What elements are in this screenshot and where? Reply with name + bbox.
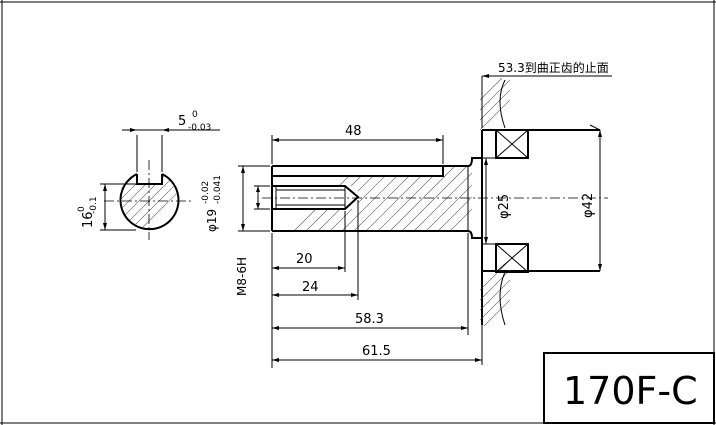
reference-note: 53.3到曲正齿的止面 — [498, 60, 609, 75]
dia-42-dim: φ42 — [581, 193, 596, 218]
shaft-dia-dim: φ19 — [205, 209, 219, 232]
shaft-section-view — [100, 128, 220, 240]
thread-depth-dim: 20 — [296, 252, 313, 267]
key-length-dim: 48 — [345, 124, 362, 139]
length-58-3-dim: 58.3 — [355, 312, 384, 327]
wall-section — [480, 78, 510, 326]
key-width-upper-tol: 0 — [192, 110, 198, 120]
title-block: 170F-C — [543, 352, 715, 424]
key-width-lower-tol: -0.03 — [188, 123, 211, 133]
key-depth-lower-tol: -0.1 — [89, 196, 99, 214]
shaft-dia-lower-tol: -0.041 — [213, 175, 223, 204]
bearing-bottom — [495, 243, 529, 273]
dia-25-dim: φ25 — [497, 194, 512, 219]
key-depth-dim: 16 — [81, 211, 96, 228]
thread-dim: M8-6H — [235, 257, 249, 296]
shaft-dia-upper-tol: -0.02 — [201, 181, 211, 204]
shaft-side-view — [262, 129, 608, 325]
hole-depth-dim: 24 — [302, 280, 319, 295]
bearing-top — [495, 129, 529, 159]
section-outline — [119, 173, 180, 231]
length-61-5-dim: 61.5 — [362, 344, 391, 359]
keyway-outline — [136, 174, 163, 185]
key-width-dim: 5 — [178, 114, 186, 129]
key-depth-upper-tol: 0 — [77, 206, 87, 212]
model-title: 170F-C — [563, 369, 698, 413]
